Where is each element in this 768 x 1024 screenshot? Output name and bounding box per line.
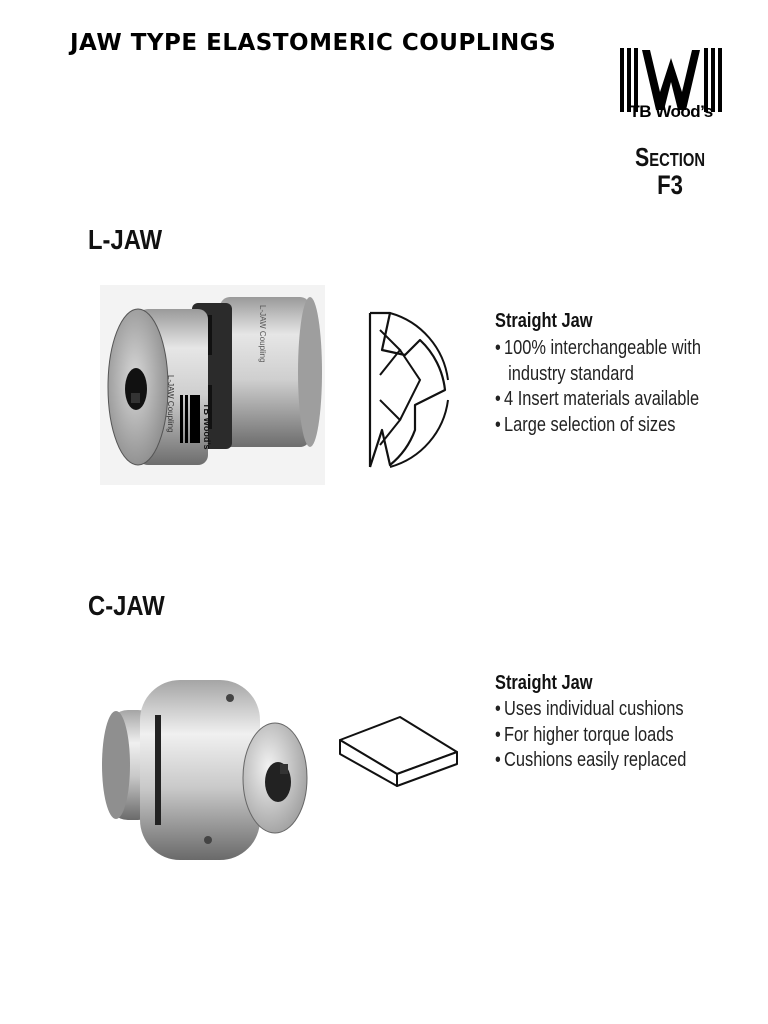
tb-woods-logo	[620, 48, 722, 112]
svg-text:L-JAW Coupling: L-JAW Coupling	[166, 375, 175, 433]
cjaw-feature-list: •Uses individual cushions •For higher to…	[495, 697, 686, 774]
ljaw-feature-list: •100% interchangeable with industry stan…	[495, 336, 701, 438]
hub-logo-mark	[180, 395, 200, 443]
list-item: •For higher torque loads	[495, 723, 674, 746]
list-item: •4 Insert materials available	[495, 388, 700, 410]
list-item: •100% interchangeable with	[495, 337, 701, 359]
logo-wordmark: TB Wood’s	[629, 102, 713, 121]
cjaw-feature-title: Straight Jaw	[495, 672, 593, 694]
ljaw-heading: L-JAW	[88, 224, 163, 255]
section-label: Section	[635, 142, 705, 172]
ljaw-coupling-photo: L-JAW Coupling TB Wood’s L-JAW Coupling	[100, 285, 325, 485]
section-code: F3	[657, 170, 683, 200]
cushion-block-diagram	[339, 716, 458, 787]
cjaw-heading: C-JAW	[88, 590, 165, 621]
list-item: •Uses individual cushions	[495, 698, 684, 720]
ljaw-feature-title: Straight Jaw	[495, 310, 593, 332]
svg-text:L-JAW Coupling: L-JAW Coupling	[258, 305, 267, 363]
document-title: JAW TYPE ELASTOMERIC COUPLINGS	[70, 30, 557, 56]
ljaw-jaw-profile-diagram	[368, 311, 449, 468]
svg-text:TB Wood’s: TB Wood’s	[202, 403, 212, 450]
list-item: industry standard	[508, 362, 634, 385]
cjaw-coupling-photo	[102, 680, 308, 860]
list-item: •Large selection of sizes	[495, 413, 676, 436]
list-item: •Cushions easily replaced	[495, 749, 687, 771]
